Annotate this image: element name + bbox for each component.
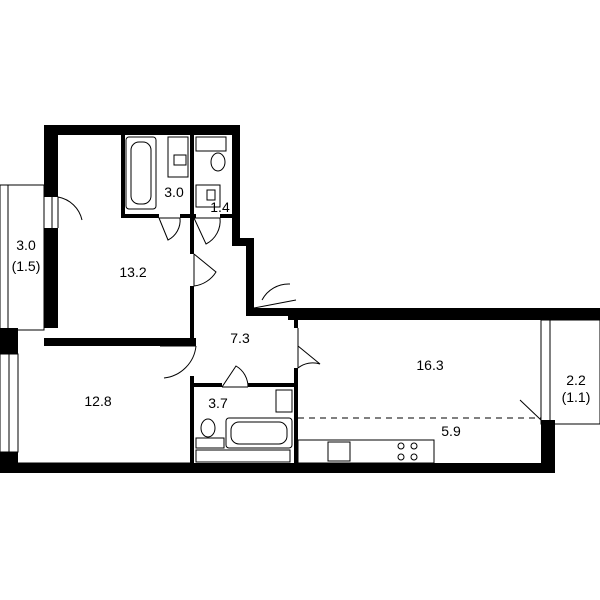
wall-bath-bottom-2: [180, 214, 196, 218]
kitchen-sink-icon: [327, 441, 351, 462]
fixtures: [125, 136, 435, 464]
wall-bath-left: [121, 128, 125, 218]
wall-right-lower: [541, 420, 555, 472]
kitchen-counter-icon: [297, 439, 435, 464]
bathroom-lower-area: 3.7: [208, 395, 228, 411]
wall-bath-toilet: [190, 128, 194, 218]
hallway-area: 7.3: [230, 330, 250, 346]
wall-left-upper: [44, 125, 58, 197]
bathtub-icon: [125, 136, 157, 210]
toilet-icon: [210, 152, 226, 172]
stove-burner-1-icon: [397, 442, 405, 450]
lower-tank-icon: [195, 437, 225, 449]
area-labels: 3.0 (1.5) 13.2 3.0 1.4 7.3 12.8 3.7 16.3…: [12, 184, 591, 439]
stove-burner-4-icon: [410, 453, 418, 461]
door-living: [297, 328, 321, 369]
wall-right-upper: [232, 125, 240, 245]
wall-bath-bottom: [121, 214, 159, 218]
wall-lowerbath-right: [294, 368, 298, 466]
door-bathroom: [158, 217, 181, 241]
small-sink-basin-icon: [206, 189, 216, 201]
toilet-area: 1.4: [210, 199, 230, 215]
balcony-left-area: 3.0: [16, 237, 36, 253]
stove-burner-2-icon: [410, 442, 418, 450]
wall-step-1: [232, 238, 254, 246]
balcony-right-reduced-area: (1.1): [562, 389, 591, 405]
stove-burner-3-icon: [397, 453, 405, 461]
window-bottom-bedroom: [17, 462, 191, 467]
wall-bedroom-upper-right: [190, 218, 194, 254]
wall-bedroom-upper-right-2: [190, 286, 194, 342]
tank-icon: [195, 136, 227, 152]
lower-bathtub-icon: [225, 417, 293, 449]
walls: [0, 125, 600, 473]
wall-lowerbath-top-r: [248, 383, 298, 387]
windows: [0, 184, 600, 467]
wall-top-upper: [44, 125, 240, 135]
balcony-right-area: 2.2: [566, 372, 586, 388]
bathroom-area: 3.0: [164, 184, 184, 200]
wall-mid-horizontal: [44, 338, 196, 346]
small-sink-icon: [195, 184, 221, 208]
wall-step-2: [246, 238, 254, 316]
wall-left-lower: [0, 328, 18, 354]
door-lower-bath: [221, 365, 249, 388]
lower-cabinet-icon: [195, 449, 291, 463]
bedroom-upper-area: 13.2: [119, 264, 146, 280]
wall-left-mid: [44, 228, 58, 328]
balcony-left-outline: [0, 184, 45, 331]
door-balcony-right: [519, 320, 542, 421]
door-balcony-left: [57, 196, 83, 228]
doors: [57, 196, 542, 421]
wall-toilet-bottom-r: [220, 214, 236, 218]
sink-basin-icon: [173, 154, 187, 166]
wall-left-corner: [0, 452, 18, 473]
wall-bottom: [0, 463, 555, 473]
sink-icon: [167, 136, 189, 178]
wall-top-right: [288, 308, 600, 320]
bathtub-inner-icon: [130, 141, 152, 205]
wall-lowerbath-top: [190, 383, 222, 387]
door-toilet: [193, 217, 221, 245]
wall-toilet-bottom: [190, 214, 194, 218]
lower-bathtub-inner-icon: [230, 421, 288, 445]
lower-toilet-icon: [200, 418, 216, 438]
bedroom-lower-area: 12.8: [84, 393, 111, 409]
door-bedroom-lower: [160, 345, 197, 379]
wall-lowerbath-left: [190, 376, 194, 466]
wall-step-3: [246, 308, 296, 316]
door-bedroom-upper: [193, 253, 217, 287]
balcony-left-reduced-area: (1.5): [12, 258, 41, 274]
lower-sink-icon: [275, 389, 293, 413]
kitchen-area: 5.9: [441, 423, 461, 439]
door-hall-entry: [253, 283, 297, 309]
living-room-area: 16.3: [416, 357, 443, 373]
wall-living-left: [294, 316, 298, 328]
